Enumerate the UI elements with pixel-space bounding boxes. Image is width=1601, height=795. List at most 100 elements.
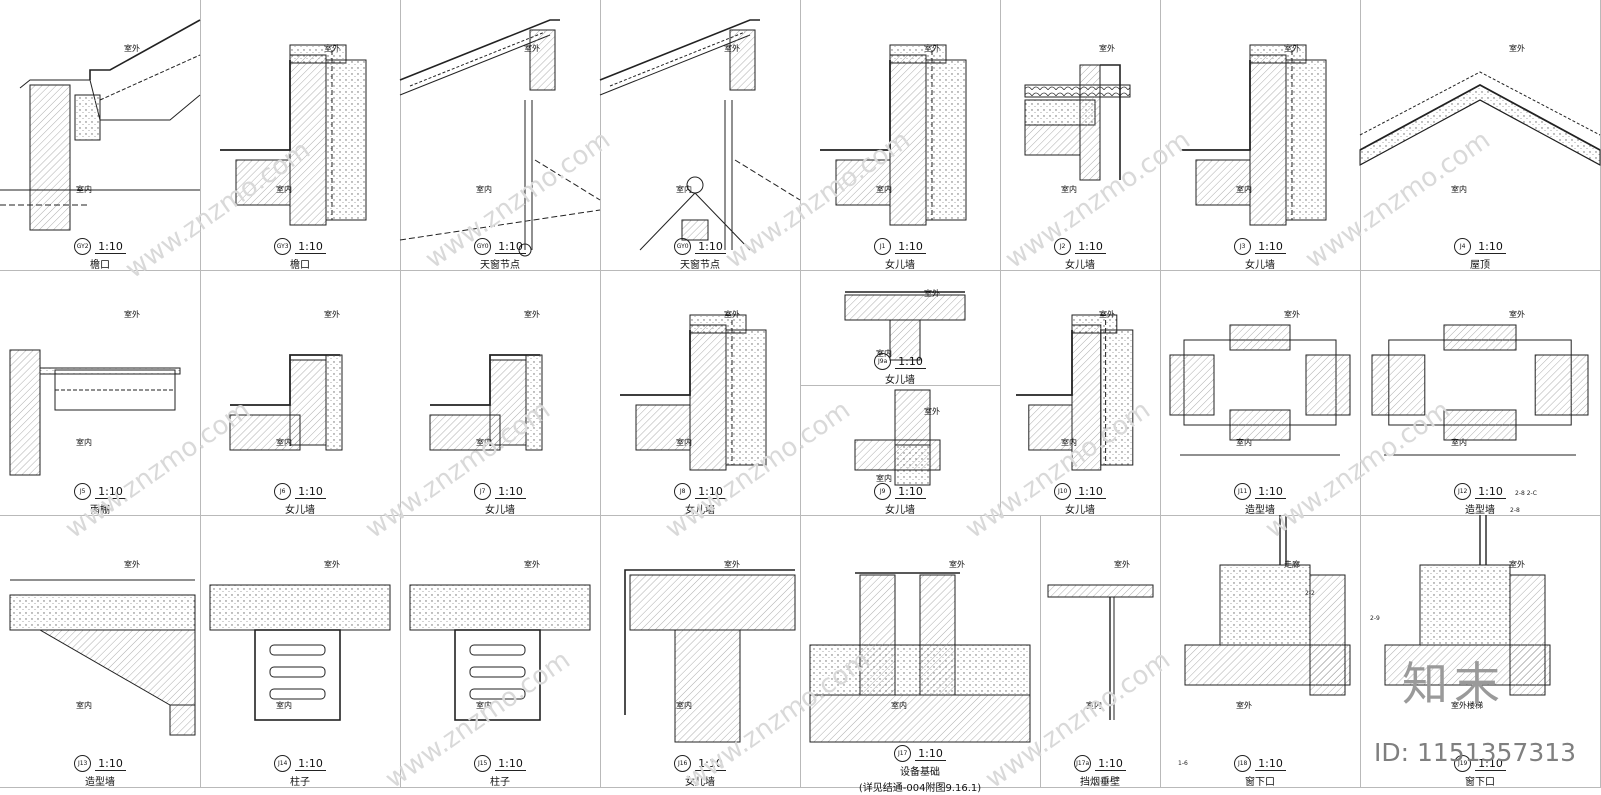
detail-title: 设备基础 xyxy=(900,767,940,778)
label-inside: 室外 xyxy=(1236,701,1252,710)
detail-index-symbol: J19 xyxy=(1454,755,1472,772)
detail-drawing xyxy=(624,569,796,743)
detail-drawing xyxy=(1180,44,1327,226)
label-outside: 室外 xyxy=(524,310,540,319)
detail-title: 女儿墙 xyxy=(1065,260,1095,271)
detail-title: 女儿墙 xyxy=(285,505,315,516)
label-inside: 室内 xyxy=(876,474,892,483)
detail-scale: 1:10 xyxy=(95,485,126,499)
detail-index-symbol: J12 xyxy=(1454,483,1472,500)
label-inside: 室内 xyxy=(1061,185,1077,194)
detail-title: 女儿墙 xyxy=(885,505,915,516)
image-id-label: ID: 1151357313 xyxy=(1374,738,1577,767)
label-inside: 室内 xyxy=(1451,438,1467,447)
detail-scale: 1:10 xyxy=(1255,757,1286,771)
detail-index-symbol: J11 xyxy=(1234,483,1252,500)
detail-title: 檐口 xyxy=(90,260,110,271)
detail-drawing xyxy=(229,354,343,451)
detail-index-symbol: J17 xyxy=(894,745,912,762)
detail-index-symbol: GY0 xyxy=(474,238,492,255)
label-inside: 室内 xyxy=(476,185,492,194)
detail-drawing xyxy=(1047,584,1154,720)
label-outside: 室外 xyxy=(924,44,940,53)
detail-index-symbol: J9a xyxy=(874,353,892,370)
detail-drawing xyxy=(9,349,181,476)
detail-scale: 1:10 xyxy=(495,240,526,254)
detail-index-symbol: GY0 xyxy=(674,238,692,255)
detail-drawing xyxy=(1024,64,1131,181)
label-outside: 室外 xyxy=(1509,44,1525,53)
section-mark: 2-9 xyxy=(1370,615,1380,622)
detail-scale: 1:10 xyxy=(495,757,526,771)
label-inside: 室内 xyxy=(1451,185,1467,194)
label-inside: 室内 xyxy=(476,438,492,447)
detail-scale: 1:10 xyxy=(1075,485,1106,499)
label-inside: 室内 xyxy=(1086,701,1102,710)
detail-scale: 1:10 xyxy=(295,485,326,499)
label-inside: 室内 xyxy=(676,438,692,447)
detail-scale: 1:10 xyxy=(895,240,926,254)
detail-index-symbol: J1 xyxy=(874,238,892,255)
label-outside: 室外 xyxy=(1099,310,1115,319)
label-inside: 室内 xyxy=(276,185,292,194)
detail-index-symbol: J5 xyxy=(74,483,92,500)
section-mark: 1-6 xyxy=(1178,760,1188,767)
detail-drawing xyxy=(220,44,367,226)
label-outside: 室外 xyxy=(924,289,940,298)
label-inside: 室内 xyxy=(676,185,692,194)
detail-title: 女儿墙 xyxy=(1065,505,1095,516)
detail-index-symbol: GY3 xyxy=(274,238,292,255)
detail-index-symbol: J3 xyxy=(1234,238,1252,255)
label-outside: 室外 xyxy=(949,560,965,569)
detail-title: 柱子 xyxy=(490,777,510,788)
label-inside: 室外楼梯 xyxy=(1451,701,1483,710)
detail-scale: 1:10 xyxy=(1255,240,1286,254)
detail-index-symbol: J16 xyxy=(674,755,692,772)
detail-index-symbol: J2 xyxy=(1054,238,1072,255)
label-outside: 室外 xyxy=(524,560,540,569)
label-outside: 室外 xyxy=(524,44,540,53)
detail-index-symbol: J8 xyxy=(674,483,692,500)
detail-drawing xyxy=(599,19,801,251)
label-inside: 室内 xyxy=(76,185,92,194)
detail-scale: 1:10 xyxy=(695,485,726,499)
detail-drawing xyxy=(409,584,591,721)
detail-drawing xyxy=(429,354,543,451)
detail-scale: 1:10 xyxy=(1255,485,1286,499)
label-outside: 室外 xyxy=(1284,310,1300,319)
detail-drawing xyxy=(620,314,767,471)
label-outside: 室外 xyxy=(724,44,740,53)
label-outside: 室外 xyxy=(1114,560,1130,569)
detail-title: 柱子 xyxy=(290,777,310,788)
brand-logo: 知末 xyxy=(1402,657,1506,711)
detail-scale: 1:10 xyxy=(1095,757,1126,771)
